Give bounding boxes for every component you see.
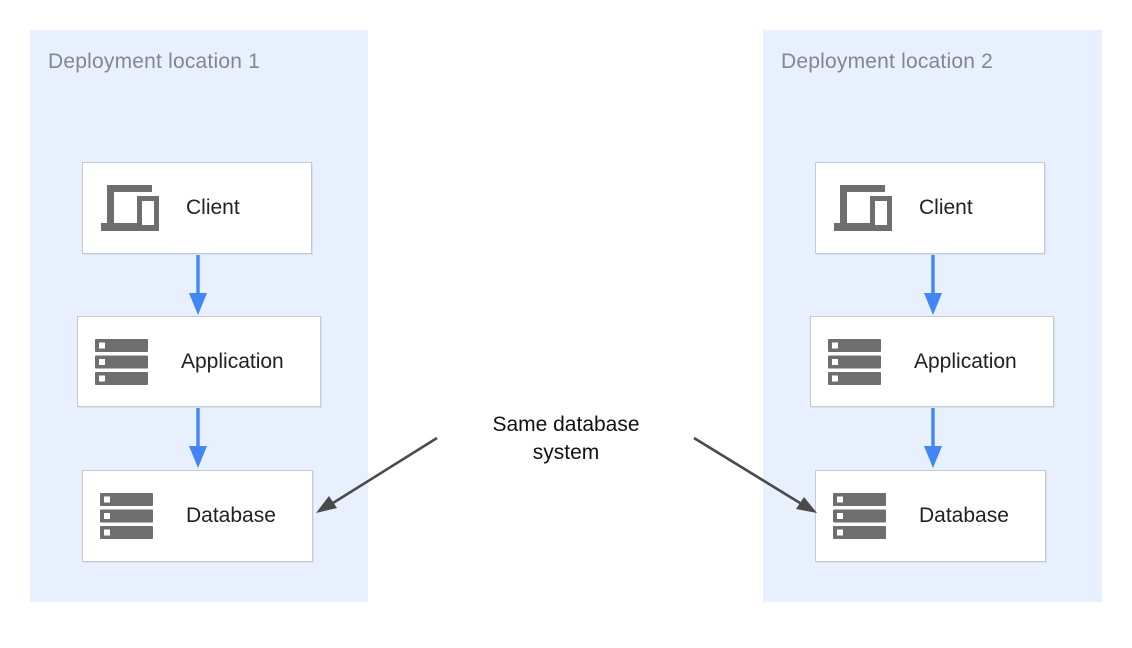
deployment-location-2-panel: Deployment location 2 Client (763, 30, 1102, 602)
application-node: Application (810, 316, 1054, 407)
devices-icon (100, 184, 162, 232)
devices-icon (833, 184, 895, 232)
node-label: Client (919, 196, 973, 219)
node-label: Client (186, 196, 240, 219)
storage-icon (833, 493, 895, 539)
node-label: Application (914, 349, 1017, 373)
node-label: Database (919, 504, 1009, 527)
database-node: Database (82, 470, 313, 562)
client-node: Client (82, 162, 312, 254)
database-node: Database (815, 470, 1046, 562)
panel-title: Deployment location 2 (781, 50, 993, 73)
application-node: Application (77, 316, 321, 407)
panel-title: Deployment location 1 (48, 50, 260, 73)
deployment-location-1-panel: Deployment location 1 Client (30, 30, 368, 602)
node-label: Application (181, 349, 284, 373)
storage-icon (95, 338, 157, 385)
node-label: Database (186, 504, 276, 527)
same-database-system-label: Same database system (492, 413, 640, 464)
client-node: Client (815, 162, 1045, 254)
storage-icon (828, 338, 890, 385)
storage-icon (100, 493, 162, 539)
